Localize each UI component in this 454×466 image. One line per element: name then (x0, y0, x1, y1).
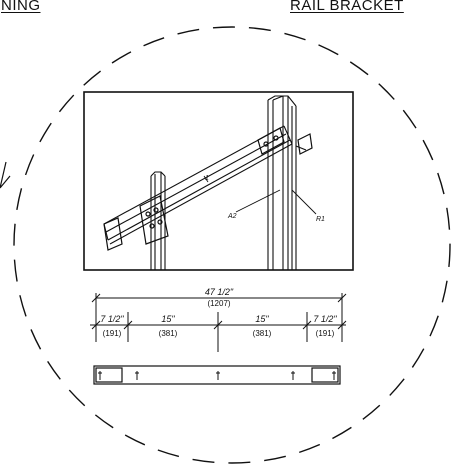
dimension-lines (90, 293, 347, 352)
dim-seg2: 15" (161, 314, 175, 324)
dim-seg4: 7 1/2" (313, 314, 337, 324)
dim-seg1-metric: (191) (103, 329, 122, 338)
dim-seg2-metric: (381) (159, 329, 178, 338)
dim-seg1: 7 1/2" (100, 314, 124, 324)
detail-circle (13, 26, 451, 464)
detail-leader-tick (0, 161, 11, 189)
dim-overall: 47 1/2" (205, 287, 234, 297)
right-post (267, 95, 297, 270)
section-title-left: NING (1, 0, 41, 14)
right-bracket (257, 127, 313, 155)
dim-seg4-metric: (191) (316, 329, 335, 338)
dim-seg3-metric: (381) (253, 329, 272, 338)
isometric-view-frame (83, 91, 354, 271)
callout-post-right: R1 (316, 216, 325, 223)
dim-seg3: 15" (255, 314, 269, 324)
dim-overall-metric: (1207) (207, 299, 230, 308)
callout-leaders (203, 175, 317, 215)
rail-plan-holes (98, 371, 336, 380)
callout-rail-mark: 1 (205, 175, 209, 182)
left-bracket (103, 195, 169, 251)
section-title-rail-bracket: RAIL BRACKET (290, 0, 404, 14)
rail-plan-view (93, 365, 341, 385)
callout-bracket-left: A2 (227, 213, 237, 220)
